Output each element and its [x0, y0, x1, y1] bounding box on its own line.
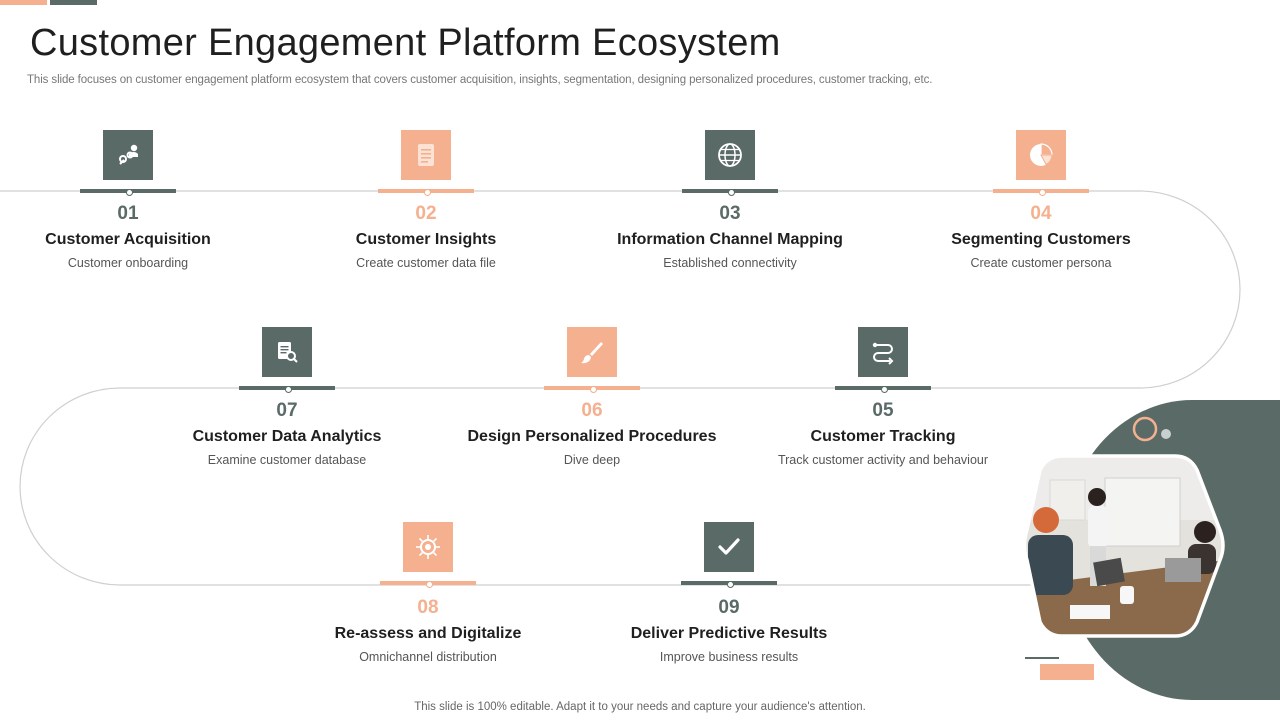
- photo-frame: [1022, 454, 1225, 638]
- timeline-dot: [589, 385, 597, 393]
- timeline-dot: [125, 188, 133, 196]
- step-description: Create customer persona: [970, 256, 1112, 270]
- step-number: 02: [415, 203, 437, 224]
- step-title: Customer Acquisition: [45, 231, 211, 248]
- step-number: 05: [872, 400, 894, 421]
- office-meeting-photo: [1024, 456, 1223, 636]
- step-description: Improve business results: [659, 650, 799, 664]
- timeline-dot: [727, 188, 735, 196]
- timeline-dot: [726, 580, 734, 588]
- page-title: Customer Engagement Platform Ecosystem: [30, 22, 781, 64]
- timeline-dot: [423, 188, 431, 196]
- decorative-line: [1025, 657, 1059, 659]
- page-subtitle: This slide focuses on customer engagemen…: [27, 74, 933, 86]
- step-title: Information Channel Mapping: [617, 231, 843, 248]
- accent-bar-peach: [0, 0, 47, 5]
- timeline-dot: [880, 385, 888, 393]
- step-description: Omnichannel distribution: [359, 650, 497, 664]
- handshake-icon: [103, 130, 153, 180]
- step-title: Customer Insights: [355, 231, 497, 248]
- step-number: 04: [1030, 203, 1052, 224]
- document-search-icon: [262, 327, 312, 377]
- step-number: 01: [117, 203, 139, 224]
- step-title: Customer Tracking: [810, 428, 956, 445]
- step-title: Design Personalized Procedures: [467, 428, 717, 445]
- step-number: 06: [581, 400, 603, 421]
- decorative-rect: [1040, 664, 1094, 680]
- checkmark-icon: [704, 522, 754, 572]
- pie-chart-icon: [1016, 130, 1066, 180]
- timeline-dot: [284, 385, 292, 393]
- step-title: Customer Data Analytics: [192, 428, 382, 445]
- digital-gear-icon: [403, 522, 453, 572]
- step-title: Segmenting Customers: [951, 231, 1131, 248]
- step-description: Customer onboarding: [67, 256, 189, 270]
- footer-note: This slide is 100% editable. Adapt it to…: [414, 701, 866, 713]
- step-description: Established connectivity: [663, 256, 797, 270]
- brush-icon: [567, 327, 617, 377]
- step-title: Deliver Predictive Results: [630, 625, 828, 642]
- timeline-dot: [1038, 188, 1046, 196]
- step-description: Track customer activity and behaviour: [777, 453, 989, 467]
- step-number: 07: [276, 400, 298, 421]
- step-description: Examine customer database: [207, 453, 367, 467]
- step-number: 09: [718, 597, 740, 618]
- step-number: 03: [719, 203, 741, 224]
- step-title: Re-assess and Digitalize: [334, 625, 522, 642]
- decorative-dot: [1161, 429, 1171, 439]
- step-number: 08: [417, 597, 439, 618]
- timeline-dot: [425, 580, 433, 588]
- decorative-ring: [1132, 416, 1158, 442]
- step-description: Dive deep: [563, 453, 621, 467]
- route-icon: [858, 327, 908, 377]
- accent-bar-dark: [50, 0, 97, 5]
- globe-icon: [705, 130, 755, 180]
- step-description: Create customer data file: [356, 256, 496, 270]
- document-icon: [401, 130, 451, 180]
